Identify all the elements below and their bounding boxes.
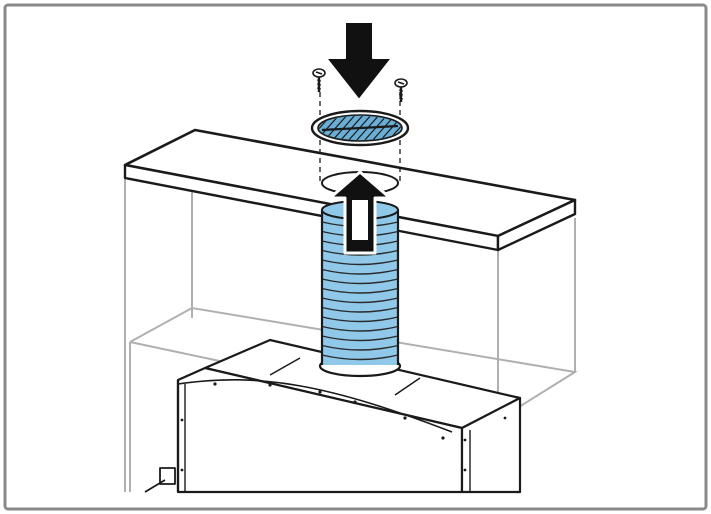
duct-rib [321,335,399,342]
duct-rib [321,344,399,351]
duct-rib [321,316,399,323]
screw-icon-right [394,78,408,102]
duct-rib [321,278,399,285]
duct-rib [321,268,399,275]
duct-rib [321,306,399,313]
duct-rib [321,354,399,361]
push-down-arrow [325,21,393,101]
duct-rib [321,325,399,332]
duct-rib [321,297,399,304]
range-hood-body [144,338,522,494]
frame-border [3,3,708,511]
duct-rib [321,287,399,294]
exhaust-flange [310,109,410,147]
push-up-arrow [328,170,392,255]
duct-rib [321,249,399,256]
duct-rib [321,259,399,266]
screw-icon-left [312,68,326,92]
